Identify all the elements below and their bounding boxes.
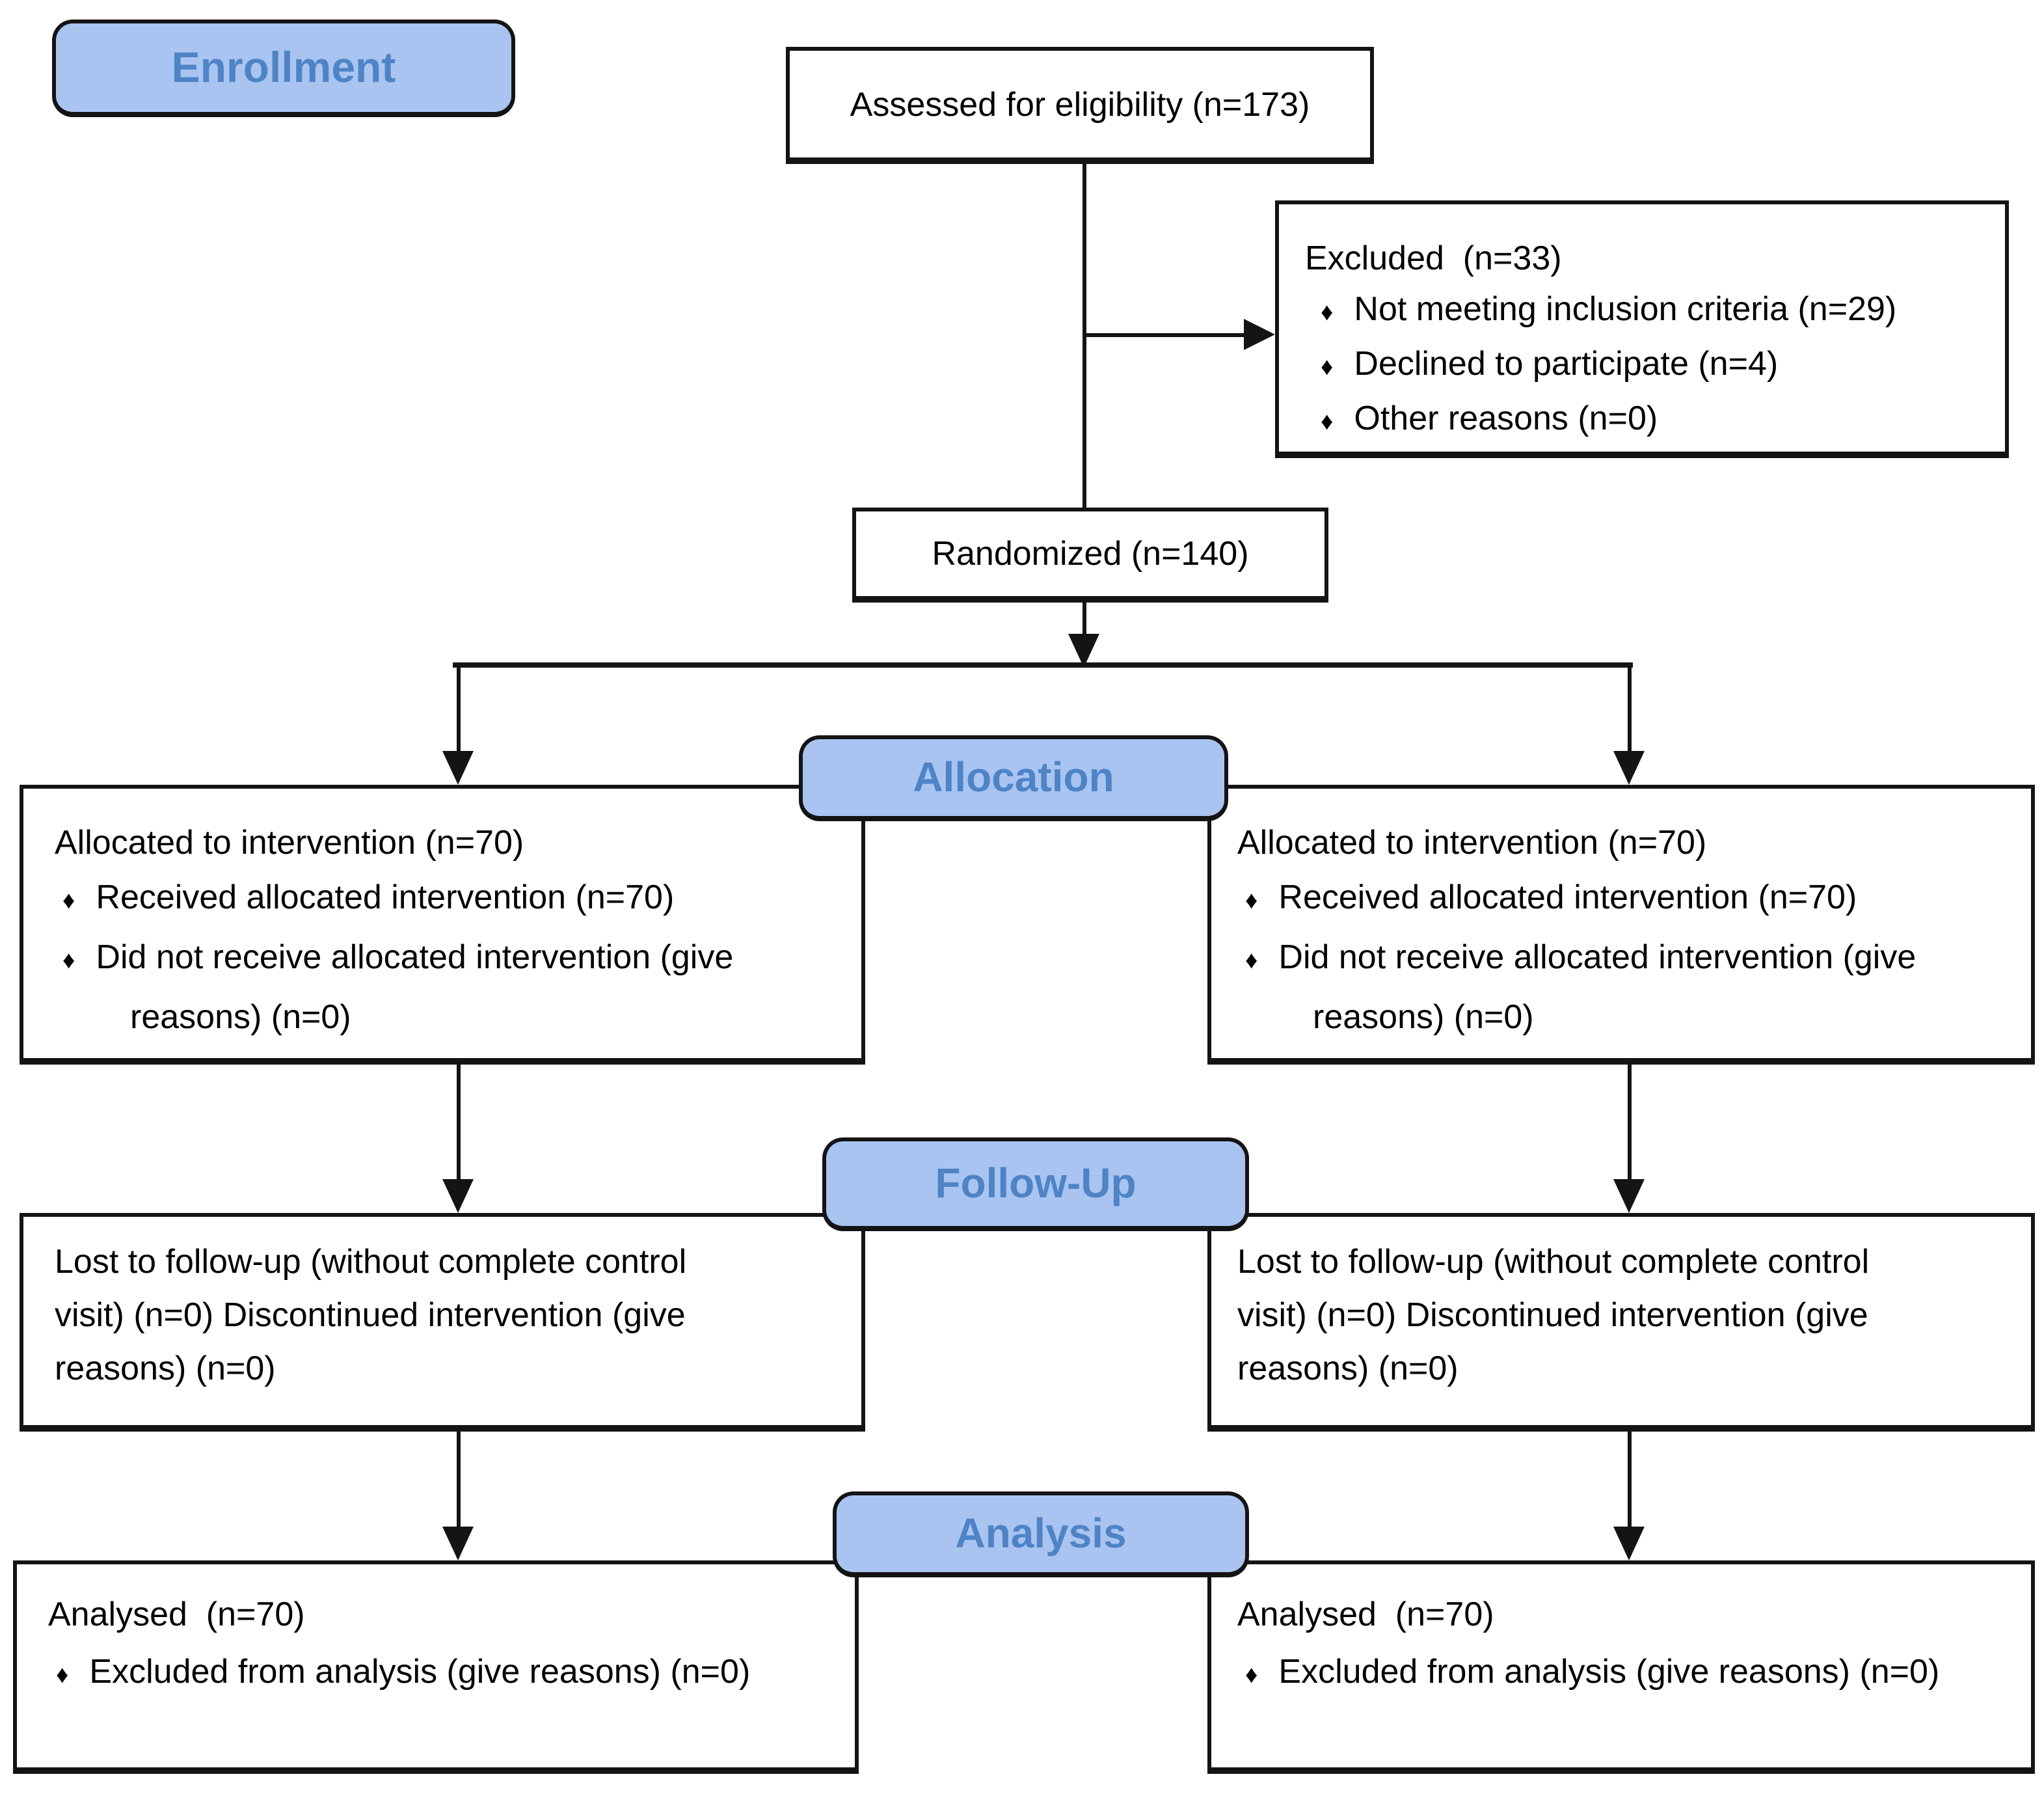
allocation-left-continuation: reasons) (n=0) bbox=[130, 997, 351, 1036]
followup-label-text: Follow-Up bbox=[935, 1160, 1136, 1206]
followup-right-box: Lost to follow-up (without complete cont… bbox=[1207, 1213, 2035, 1432]
allocation-left-title: Allocated to intervention (n=70) bbox=[55, 823, 524, 862]
connector-followup-to-analysis-left bbox=[456, 1432, 460, 1527]
allocation-left-item: ♦ Did not receive allocated intervention… bbox=[62, 929, 846, 989]
diamond-bullet-icon: ♦ bbox=[62, 888, 75, 915]
analysis-right-title: Analysed (n=70) bbox=[1237, 1594, 1494, 1633]
excluded-item-text: Other reasons (n=0) bbox=[1354, 398, 1658, 437]
arrow-down-alloc-left-icon bbox=[442, 751, 474, 785]
analysis-left-title: Analysed (n=70) bbox=[48, 1594, 305, 1633]
arrow-down-alloc-right-icon bbox=[1613, 751, 1645, 785]
allocation-left-box: Allocated to intervention (n=70) ♦ Recei… bbox=[20, 785, 865, 1065]
allocation-left-item-text: Received allocated intervention (n=70) bbox=[96, 877, 675, 916]
connector-alloc-to-followup-left bbox=[456, 1065, 460, 1179]
diamond-bullet-icon: ♦ bbox=[1245, 888, 1258, 915]
followup-left-line: Lost to follow-up (without complete cont… bbox=[55, 1242, 687, 1281]
followup-right-line: Lost to follow-up (without complete cont… bbox=[1237, 1242, 1870, 1281]
excluded-item-text: Declined to participate (n=4) bbox=[1354, 344, 1779, 383]
enrollment-label: Enrollment bbox=[52, 20, 515, 117]
enrollment-label-text: Enrollment bbox=[171, 43, 396, 91]
analysis-label-text: Analysis bbox=[955, 1510, 1127, 1557]
diamond-bullet-icon: ♦ bbox=[1245, 947, 1258, 975]
followup-left-line: reasons) (n=0) bbox=[55, 1348, 276, 1387]
analysis-right-box: Analysed (n=70) ♦ Excluded from analysis… bbox=[1207, 1560, 2035, 1774]
allocation-right-continuation: reasons) (n=0) bbox=[1313, 997, 1534, 1036]
allocation-right-item: ♦ Did not receive allocated intervention… bbox=[1245, 929, 2018, 989]
analysis-right-item: ♦ Excluded from analysis (give reasons) … bbox=[1245, 1642, 2018, 1705]
followup-right-line: visit) (n=0) Discontinued intervention (… bbox=[1237, 1295, 1868, 1334]
arrow-down-followup-right-icon bbox=[1613, 1179, 1645, 1213]
randomized-box: Randomized (n=140) bbox=[852, 508, 1328, 603]
allocation-left-item: ♦ Received allocated intervention (n=70) bbox=[62, 869, 846, 929]
connector-split-to-alloc-left bbox=[456, 668, 460, 751]
connector-split-to-alloc-right bbox=[1627, 668, 1631, 751]
arrow-down-analysis-left-icon bbox=[442, 1527, 474, 1560]
allocation-right-item: ♦ Received allocated intervention (n=70) bbox=[1245, 869, 2018, 929]
excluded-box: Excluded (n=33) ♦ Not meeting inclusion … bbox=[1275, 200, 2009, 458]
diamond-bullet-icon: ♦ bbox=[56, 1662, 69, 1689]
diamond-bullet-icon: ♦ bbox=[1245, 1662, 1258, 1689]
analysis-label: Analysis bbox=[833, 1491, 1249, 1577]
excluded-item: ♦ Other reasons (n=0) bbox=[1321, 393, 1992, 448]
allocation-right-box: Allocated to intervention (n=70) ♦ Recei… bbox=[1207, 785, 2035, 1065]
assessed-text: Assessed for eligibility (n=173) bbox=[850, 84, 1310, 123]
diamond-bullet-icon: ♦ bbox=[1321, 409, 1334, 436]
randomized-text: Randomized (n=140) bbox=[932, 534, 1249, 573]
arrow-down-split-icon bbox=[1068, 634, 1099, 668]
excluded-item: ♦ Declined to participate (n=4) bbox=[1321, 338, 1992, 393]
excluded-item-text: Not meeting inclusion criteria (n=29) bbox=[1354, 289, 1897, 328]
analysis-left-box: Analysed (n=70) ♦ Excluded from analysis… bbox=[13, 1560, 859, 1774]
arrow-down-followup-left-icon bbox=[442, 1179, 474, 1213]
excluded-item: ♦ Not meeting inclusion criteria (n=29) bbox=[1321, 284, 1992, 338]
connector-alloc-to-followup-right bbox=[1627, 1065, 1631, 1179]
followup-left-line: visit) (n=0) Discontinued intervention (… bbox=[55, 1295, 686, 1334]
diamond-bullet-icon: ♦ bbox=[62, 947, 75, 975]
allocation-right-title: Allocated to intervention (n=70) bbox=[1237, 823, 1707, 862]
arrow-right-excluded-icon bbox=[1244, 319, 1275, 350]
excluded-title: Excluded (n=33) bbox=[1305, 238, 1562, 277]
followup-label: Follow-Up bbox=[822, 1137, 1249, 1231]
followup-left-box: Lost to follow-up (without complete cont… bbox=[20, 1213, 865, 1432]
analysis-right-item-text: Excluded from analysis (give reasons) (n… bbox=[1278, 1652, 1940, 1691]
allocation-right-item-text: Received allocated intervention (n=70) bbox=[1278, 877, 1857, 916]
diamond-bullet-icon: ♦ bbox=[1321, 299, 1334, 327]
allocation-label: Allocation bbox=[799, 735, 1228, 821]
connector-to-excluded bbox=[1084, 333, 1244, 337]
followup-right-line: reasons) (n=0) bbox=[1237, 1348, 1459, 1387]
allocation-left-item-text: Did not receive allocated intervention (… bbox=[96, 937, 734, 976]
arrow-down-analysis-right-icon bbox=[1613, 1527, 1645, 1560]
assessed-box: Assessed for eligibility (n=173) bbox=[786, 47, 1374, 164]
connector-followup-to-analysis-right bbox=[1627, 1432, 1631, 1527]
allocation-label-text: Allocation bbox=[913, 754, 1114, 800]
diamond-bullet-icon: ♦ bbox=[1321, 354, 1334, 381]
analysis-left-item: ♦ Excluded from analysis (give reasons) … bbox=[56, 1642, 839, 1705]
analysis-left-item-text: Excluded from analysis (give reasons) (n… bbox=[89, 1652, 751, 1691]
split-bar bbox=[453, 662, 1633, 668]
connector-randomized-to-split bbox=[1082, 603, 1086, 634]
allocation-right-item-text: Did not receive allocated intervention (… bbox=[1278, 937, 1916, 976]
